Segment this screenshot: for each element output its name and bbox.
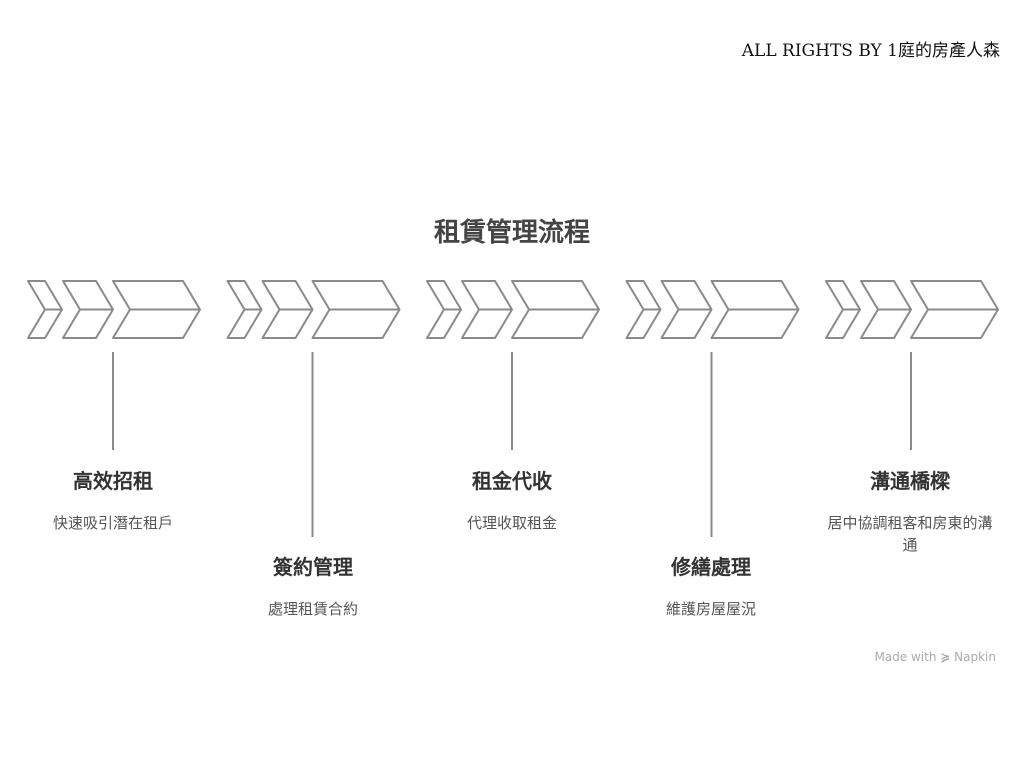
napkin-logo-icon: ≽	[940, 650, 951, 664]
step-heading: 高效招租	[73, 469, 153, 493]
step-5: 溝通橋樑 居中協調租客和房東的溝通	[815, 465, 1005, 556]
step-heading: 簽約管理	[273, 555, 353, 579]
step-heading: 修繕處理	[671, 555, 751, 579]
watermark-brand: Napkin	[954, 650, 996, 664]
step-description: 代理收取租金	[466, 514, 557, 532]
napkin-watermark: Made with ≽ Napkin	[874, 650, 996, 664]
step-description: 居中協調租客和房東的溝通	[827, 514, 993, 554]
step-description: 處理租賃合約	[267, 600, 358, 618]
step-heading: 租金代收	[472, 469, 552, 493]
step-description: 快速吸引潛在租戶	[52, 514, 173, 532]
copyright-text: ALL RIGHTS BY 1庭的房產人森	[741, 41, 1000, 61]
step-1: 高效招租 快速吸引潛在租戶	[18, 465, 208, 534]
step-2: 簽約管理 處理租賃合約	[218, 551, 408, 620]
watermark-prefix: Made with	[874, 650, 937, 664]
step-heading: 溝通橋樑	[870, 469, 950, 493]
diagram-title: 租賃管理流程	[433, 218, 590, 248]
step-4: 修繕處理 維護房屋屋況	[616, 551, 806, 620]
step-description: 維護房屋屋況	[665, 600, 756, 618]
step-3: 租金代收 代理收取租金	[417, 465, 607, 534]
